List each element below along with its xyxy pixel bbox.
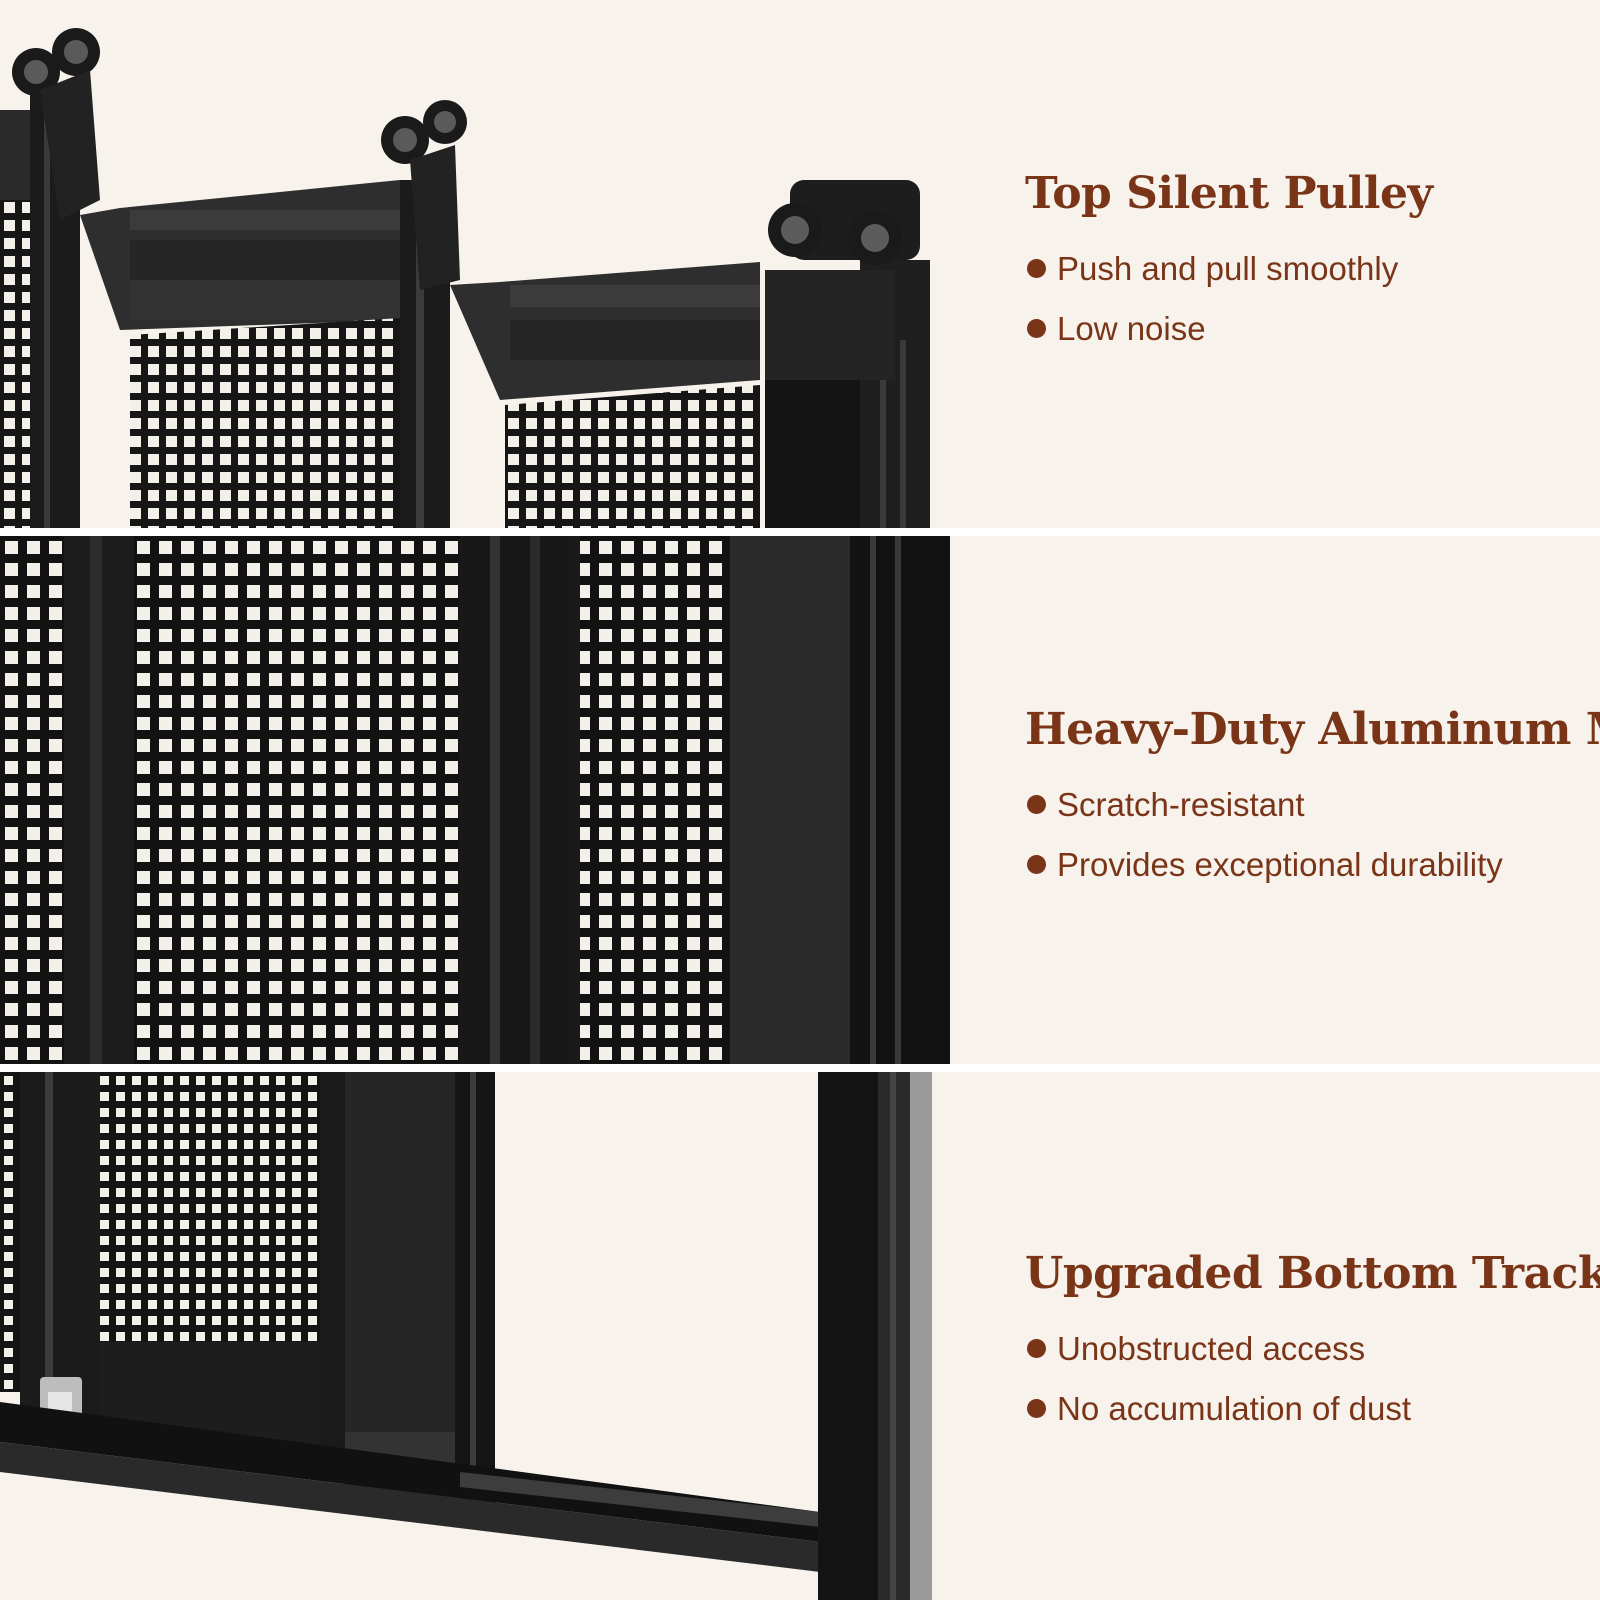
mesh-closeup-image bbox=[0, 536, 960, 1064]
section-divider bbox=[0, 1064, 1600, 1072]
feature-bullet: Push and pull smoothly bbox=[1025, 239, 1585, 299]
feature-bullet: Scratch-resistant bbox=[1025, 775, 1585, 835]
feature-bullet: Provides exceptional durability bbox=[1025, 835, 1585, 895]
feature-bullet: Unobstructed access bbox=[1025, 1319, 1585, 1379]
pulley-wheel-left bbox=[12, 28, 100, 220]
feature-bullets: Scratch-resistant Provides exceptional d… bbox=[1025, 775, 1585, 895]
feature-bullets: Push and pull smoothly Low noise bbox=[1025, 239, 1585, 359]
feature-text-upgraded-bottom-track: Upgraded Bottom Track Unobstructed acces… bbox=[1025, 1248, 1600, 1439]
feature-text-top-silent-pulley: Top Silent Pulley Push and pull smoothly… bbox=[1025, 168, 1585, 359]
bullet-text: Push and pull smoothly bbox=[1057, 250, 1399, 287]
bullet-text: Provides exceptional durability bbox=[1057, 846, 1503, 883]
feature-title: Upgraded Bottom Track bbox=[1025, 1248, 1600, 1299]
bullet-text: Scratch-resistant bbox=[1057, 786, 1305, 823]
section-upgraded-bottom-track: Upgraded Bottom Track Unobstructed acces… bbox=[0, 1072, 1600, 1600]
pulley-closeup-image bbox=[0, 28, 930, 528]
feature-title: Heavy-Duty Aluminum Mesh bbox=[1025, 704, 1600, 755]
bullet-dot-icon bbox=[1027, 1399, 1046, 1418]
bullet-text: Unobstructed access bbox=[1057, 1330, 1366, 1367]
section-heavy-duty-aluminum-mesh: Heavy-Duty Aluminum Mesh Scratch-resista… bbox=[0, 536, 1600, 1064]
feature-bullet: Low noise bbox=[1025, 299, 1585, 359]
pulley-wheel-right bbox=[768, 180, 920, 265]
bullet-text: No accumulation of dust bbox=[1057, 1390, 1412, 1427]
section-divider bbox=[0, 528, 1600, 536]
bullet-dot-icon bbox=[1027, 1339, 1046, 1358]
bullet-dot-icon bbox=[1027, 259, 1046, 278]
feature-title: Top Silent Pulley bbox=[1025, 168, 1433, 219]
pulley-wheel-middle bbox=[381, 100, 467, 290]
bullet-text: Low noise bbox=[1057, 310, 1206, 347]
feature-bullet: No accumulation of dust bbox=[1025, 1379, 1585, 1439]
bullet-dot-icon bbox=[1027, 855, 1046, 874]
feature-bullets: Unobstructed access No accumulation of d… bbox=[1025, 1319, 1585, 1439]
bullet-dot-icon bbox=[1027, 319, 1046, 338]
bullet-dot-icon bbox=[1027, 795, 1046, 814]
section-top-silent-pulley: Top Silent Pulley Push and pull smoothly… bbox=[0, 0, 1600, 528]
feature-text-heavy-duty-aluminum-mesh: Heavy-Duty Aluminum Mesh Scratch-resista… bbox=[1025, 704, 1600, 895]
bottom-track-closeup-image bbox=[0, 1072, 932, 1600]
